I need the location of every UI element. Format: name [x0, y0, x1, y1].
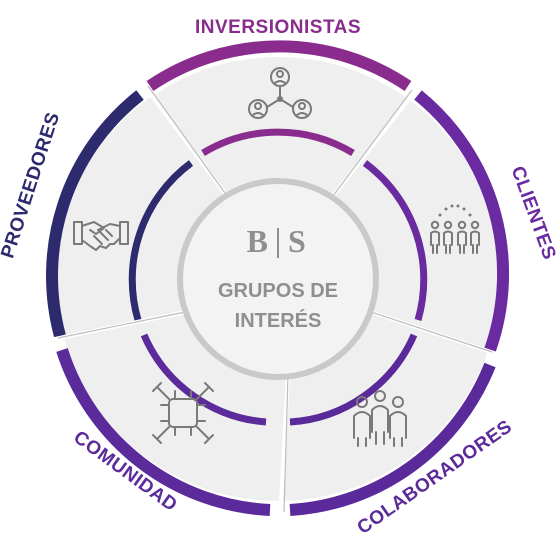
- logo-right-letter: S: [288, 223, 306, 259]
- proveedores-inner-arc: [128, 160, 194, 321]
- logo-left-letter: B: [247, 223, 268, 259]
- divider-line: [57, 309, 196, 339]
- divider-line: [329, 89, 413, 201]
- clientes-outer-band: [414, 90, 510, 352]
- segment-label-clientes: CLIENTES: [507, 164, 556, 263]
- inversionistas-outer-band: [146, 40, 412, 91]
- divider-line: [283, 374, 289, 513]
- colaboradores-inner-arc: [289, 333, 418, 426]
- proveedores-outer-band: [46, 90, 144, 338]
- network-people-icon: [248, 67, 312, 119]
- comunidad-inner-arc: [140, 333, 267, 426]
- divider-line: [278, 374, 290, 521]
- linked-hands-icon: [152, 382, 214, 444]
- team-people-icon: [353, 390, 407, 447]
- clientes-inner-arc: [362, 160, 428, 321]
- comunidad-outer-band: [56, 348, 271, 516]
- crowd-icon: [430, 204, 480, 254]
- handshake-icon: [73, 221, 129, 251]
- divider-line: [364, 309, 493, 353]
- colaboradores-outer-band: [289, 362, 496, 516]
- divider-line: [147, 85, 231, 201]
- inversionistas-inner-arc: [201, 128, 355, 156]
- center-circle: [177, 178, 379, 380]
- segment-label-inversionistas: INVERSIONISTAS: [195, 17, 361, 38]
- center-title-line2: INTERÉS: [235, 309, 322, 332]
- center-title-line1: GRUPOS DE: [218, 280, 338, 302]
